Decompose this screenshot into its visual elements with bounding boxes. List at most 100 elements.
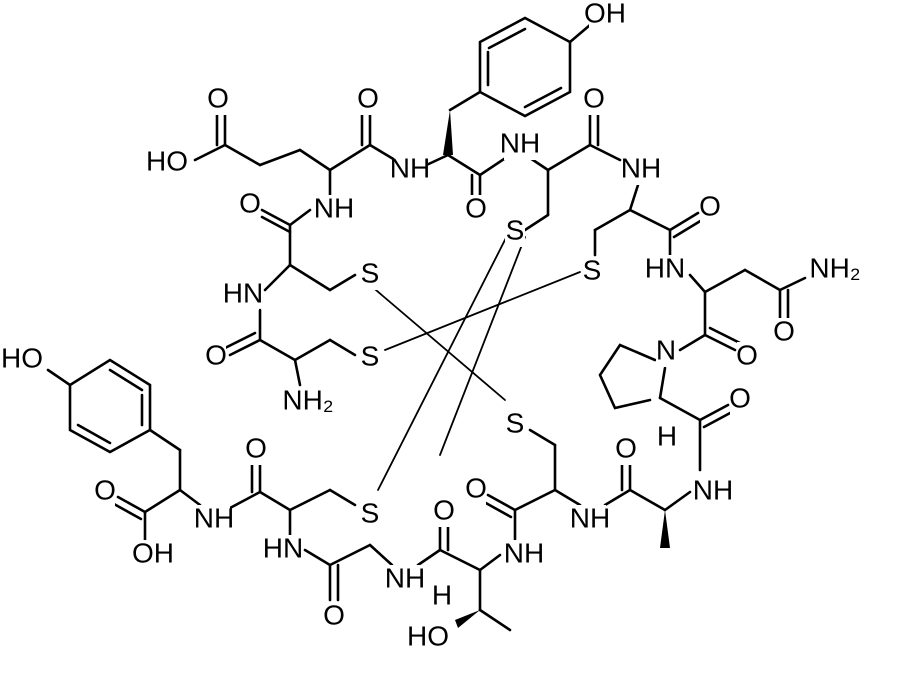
o-asn-bg [774, 318, 794, 348]
o-tyr-bg [466, 195, 486, 225]
h-thr-label: H [432, 579, 452, 610]
cys2-cb-s [328, 338, 357, 357]
ss-line-3 [377, 229, 511, 491]
o-cys4-bg [700, 193, 720, 223]
tyr2-oh-bond [46, 368, 72, 387]
asn-ca-cb [703, 268, 747, 294]
s6-label: S [361, 497, 380, 528]
o-tyr2-acid-label: O [94, 474, 116, 505]
ho-glu-bg [151, 148, 183, 178]
n-pro-bg [656, 337, 676, 367]
tyr2-ring-inner1 [108, 368, 144, 392]
pro-c-o2 [702, 410, 734, 429]
tyr-top-oh-bond [568, 23, 592, 44]
cys5-n-ca [553, 488, 582, 507]
ho-tyr2-label: HO [1, 342, 43, 373]
o-cys1-label: O [239, 187, 261, 218]
nh-tyr-bg [394, 155, 426, 185]
n-pro-label: N [656, 334, 676, 365]
gly-n-ca [368, 543, 394, 567]
o-cys2-bg [206, 342, 226, 372]
cys4-c-o2 [672, 218, 704, 239]
s3-label: S [506, 214, 525, 245]
o-cys5-label: O [465, 472, 487, 503]
s3-bg [505, 217, 525, 247]
hn-cys6-label: HN [263, 532, 303, 563]
nh-ala-label: NH [693, 474, 733, 505]
h-pro-bg [657, 423, 677, 453]
nh2-cys2-bg [284, 387, 332, 417]
cys5-c-o [486, 493, 517, 512]
tyr2-ring-inner2 [76, 423, 112, 445]
ho-tyr2-bg [6, 345, 38, 375]
h-thr-bg [432, 582, 452, 612]
cys3-c-n [588, 143, 622, 162]
ho-thr-label: HO [407, 620, 449, 651]
nh2-asn-bg [811, 255, 859, 285]
glu-ca-co [328, 143, 372, 172]
cys2-c-o [228, 338, 262, 357]
o-gly-bg [324, 602, 344, 632]
tyr2-cb-ring [148, 428, 182, 452]
nh-thr-label: NH [504, 537, 544, 568]
nh-cys3-bg [504, 130, 536, 160]
asn-c-o2 [708, 326, 742, 345]
cys5-ca-c [513, 488, 557, 512]
glu-cb-cg [258, 148, 302, 167]
nh-glu-bg [318, 195, 350, 225]
ala-n-ca [663, 490, 692, 512]
nh-cys4-label: NH [621, 152, 661, 183]
o-ala-label: O [615, 432, 637, 463]
pro-ring [598, 343, 657, 410]
cys4-ca-cb [593, 208, 632, 232]
s6-bg [360, 500, 380, 530]
nh-cys5-bg [574, 505, 606, 535]
nh-cys5-label: NH [570, 502, 610, 533]
ss-line-2 [384, 271, 581, 351]
s4-bg [582, 257, 602, 287]
tyr-top-ring-inner2 [523, 86, 563, 109]
o-cys6-label: O [245, 432, 267, 463]
tyr-top-ring-inner1 [487, 27, 527, 50]
oh-tyr2-label: OH [132, 537, 174, 568]
o-cys3-bg [584, 85, 604, 115]
cys1-ca-n [263, 263, 292, 292]
cys5-c-o2 [482, 500, 513, 519]
o-thr-bg [434, 497, 454, 527]
tyr2-ca-c [143, 488, 182, 514]
ala-wedge [660, 510, 670, 548]
gly-c-n [303, 548, 332, 567]
s1-bg [360, 260, 380, 290]
cys6-ca-cb [288, 488, 332, 512]
o-cys1-bg [240, 190, 260, 220]
hn-asn-label: HN [645, 252, 685, 283]
thr-c-n [416, 548, 442, 567]
cys5-cb-s [528, 428, 557, 447]
cys3-ca-c [546, 143, 592, 172]
cys2-ca-cb [293, 338, 332, 362]
o-asn-label: O [773, 315, 795, 346]
ss-line-1 [369, 284, 506, 401]
o-glu-co-bg [358, 85, 378, 115]
cys4-ca-c [628, 208, 672, 232]
tyr-ca-c [446, 153, 482, 177]
cys3-cb-s [523, 213, 550, 232]
cys2-ca-n [293, 358, 302, 387]
o-pro-bg [737, 342, 757, 372]
nh-gly-bg [389, 565, 421, 595]
tyr2-c-o2 [112, 502, 143, 521]
o-cys5-bg [466, 475, 486, 505]
s2-bg [360, 343, 380, 373]
o-tyr-label: O [465, 192, 487, 223]
o-gly-label: O [323, 599, 345, 630]
pro-c-o [698, 403, 730, 422]
cys1-n-c [288, 208, 312, 227]
asn-n-ca [688, 273, 707, 294]
ho-glu-label: HO [146, 145, 188, 176]
o-cys3-label: O [583, 82, 605, 113]
glu-cg-cd [223, 143, 262, 167]
s5-bg [505, 410, 525, 440]
